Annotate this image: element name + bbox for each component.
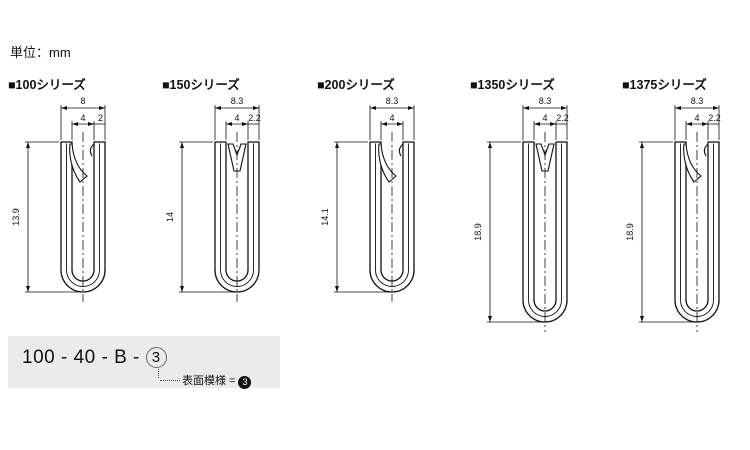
profile-drawing-100: 8 4 2 13.9 [11, 96, 106, 302]
dim-width-label: 8.3 [539, 96, 552, 106]
dimension-arrow [686, 122, 692, 126]
dim-opening-label: 4 [694, 113, 699, 123]
profile-drawing-1375: 8.3 4 2.2 18.9 [625, 96, 721, 332]
dim-opening-label: 4 [80, 113, 85, 123]
part-number-prefix: 100 - 40 - B - [22, 347, 146, 368]
dim-height-label: 14.1 [320, 208, 330, 226]
dim-wall-label: 2.2 [556, 113, 569, 123]
dimension-arrow [180, 286, 184, 292]
profile-inner-line [375, 143, 409, 287]
dimension-arrow [675, 106, 681, 110]
dim-opening-label: 4 [234, 113, 239, 123]
dimension-arrow [408, 106, 414, 110]
dimension-arrow [640, 316, 644, 322]
dimension-arrow [242, 122, 248, 126]
dimension-arrow [61, 106, 67, 110]
series-label-1350: ■1350シリーズ [470, 78, 555, 92]
dim-opening-label: 4 [389, 113, 394, 123]
profile-outline [522, 141, 568, 323]
dim-width-label: 8.3 [386, 96, 399, 106]
profile-inner-line [66, 143, 100, 287]
dim-height-label: 14 [165, 212, 175, 222]
leader-line [158, 369, 159, 378]
part-number-circled-digit: 3 [145, 347, 167, 368]
series-column-100: ■100シリーズ 8 4 2 13.9 [8, 74, 158, 344]
surface-pattern-note: 表面模様 =3 [160, 372, 252, 389]
surface-pattern-badge: 3 [238, 376, 252, 389]
dim-width-label: 8 [80, 96, 85, 106]
dimension-arrow [488, 316, 492, 322]
dimension-arrow [488, 142, 492, 148]
dimension-arrow [561, 106, 567, 110]
surface-pattern-label: 表面模様 = [182, 375, 236, 387]
dim-height-label: 18.9 [625, 223, 635, 241]
leader-dots [160, 379, 180, 381]
dim-width-label: 8.3 [231, 96, 244, 106]
dimension-arrow [88, 122, 94, 126]
series-label-1375: ■1375シリーズ [622, 78, 707, 92]
dim-wall-label: 2.2 [708, 113, 721, 123]
dimension-arrow [26, 286, 30, 292]
unit-label: 単位：mm [10, 45, 71, 60]
dimension-arrow [72, 122, 78, 126]
dimension-arrow [215, 106, 221, 110]
dimension-arrow [180, 142, 184, 148]
dimension-arrow [253, 106, 259, 110]
profile-grip-hook [398, 143, 404, 157]
dimension-arrow [226, 122, 232, 126]
dimension-arrow [335, 142, 339, 148]
series-label-150: ■150シリーズ [162, 78, 240, 92]
profile-outline [214, 141, 260, 293]
dimension-arrow [523, 106, 529, 110]
profile-inner-line [220, 143, 254, 287]
part-number-box: 100 - 40 - B - 3 表面模様 =3 [8, 336, 280, 389]
profile-outline [674, 141, 720, 323]
dimension-arrow [702, 122, 708, 126]
dim-wall-label: 2.2 [248, 113, 261, 123]
dimension-arrow [335, 286, 339, 292]
dimension-arrow [26, 142, 30, 148]
profile-outline [369, 141, 415, 293]
series-column-150: ■150シリーズ 8.3 4 2.2 14 [162, 74, 312, 344]
dimension-arrow [713, 106, 719, 110]
series-label-200: ■200シリーズ [317, 78, 395, 92]
series-column-200: ■200シリーズ 8.3 4 14.1 [317, 74, 467, 344]
dimension-arrow [99, 106, 105, 110]
profile-drawing-200: 8.3 4 14.1 [320, 96, 415, 302]
part-number: 100 - 40 - B - 3 [22, 347, 167, 369]
dimension-arrow [534, 122, 540, 126]
dimension-arrow [397, 122, 403, 126]
dim-wall-label: 2 [98, 113, 103, 123]
dim-width-label: 8.3 [691, 96, 704, 106]
dimension-arrow [550, 122, 556, 126]
dimension-arrow [640, 142, 644, 148]
series-label-100: ■100シリーズ [8, 78, 86, 92]
profile-grip-hook [703, 143, 709, 157]
profile-grip-hook [89, 143, 95, 157]
dim-opening-label: 4 [542, 113, 547, 123]
profile-outline [60, 141, 106, 293]
dimension-arrow [370, 106, 376, 110]
dimension-arrow [381, 122, 387, 126]
dim-height-label: 18.9 [473, 223, 483, 241]
profile-drawing-1350: 8.3 4 2.2 18.9 [473, 96, 569, 332]
profile-drawing-150: 8.3 4 2.2 14 [165, 96, 261, 302]
series-column-1350: ■1350シリーズ 8.3 4 2.2 18.9 [470, 74, 620, 344]
series-column-1375: ■1375シリーズ 8.3 4 2.2 18.9 [622, 74, 750, 344]
dim-height-label: 13.9 [11, 208, 21, 226]
